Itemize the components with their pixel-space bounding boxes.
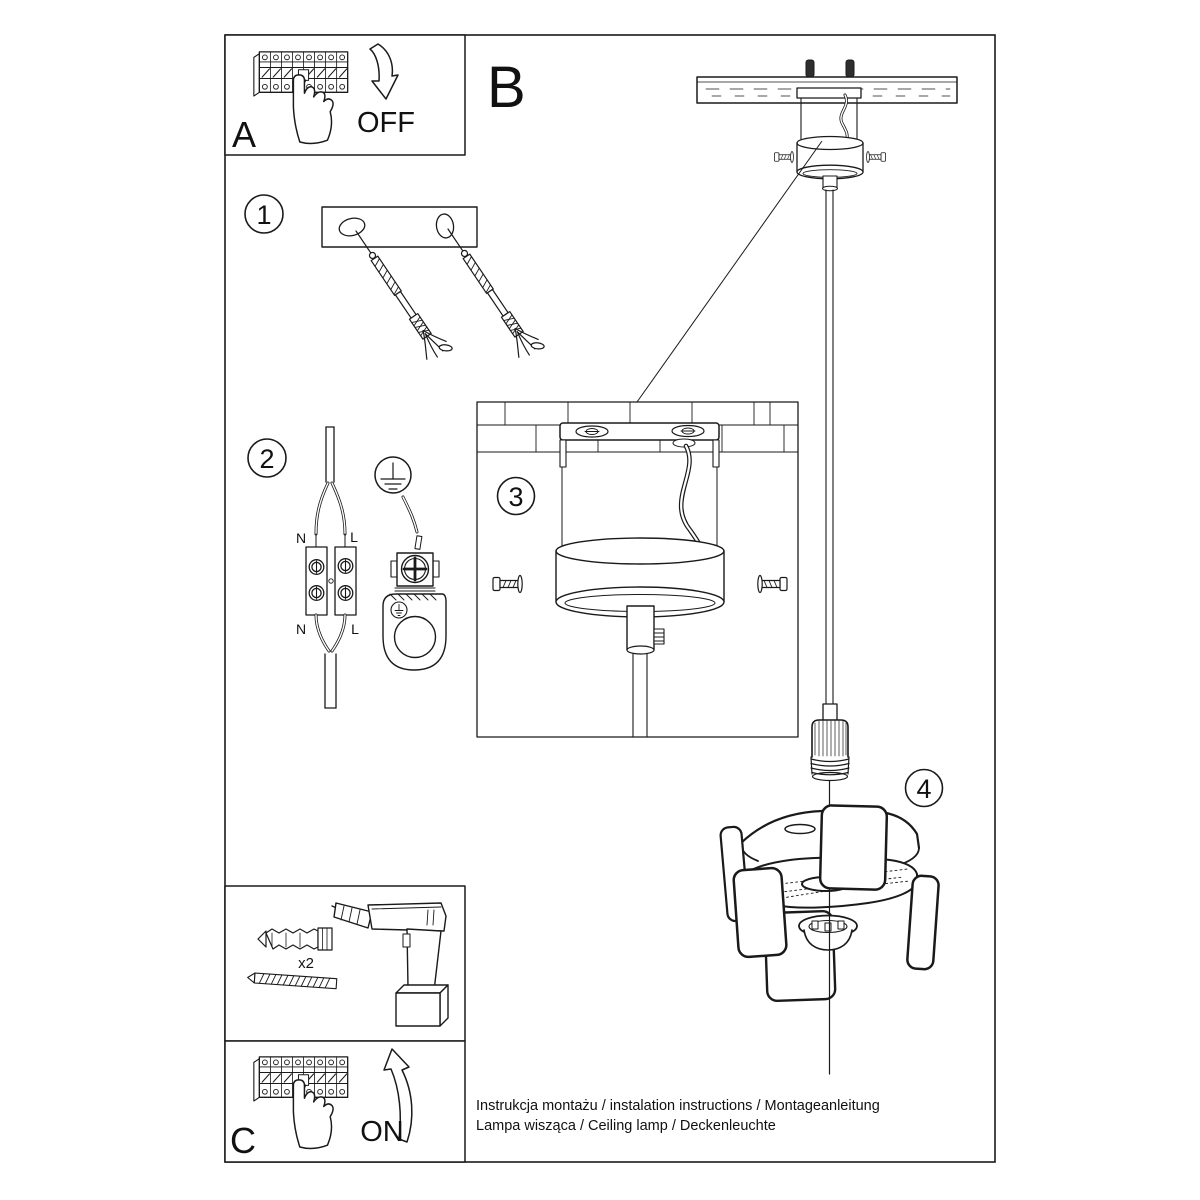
lamp-socket [810, 703, 850, 782]
sheet-border [224, 34, 996, 1163]
live-label-top: L [350, 529, 358, 545]
wall-anchor-icon [257, 927, 333, 951]
panel-c-letter: C [230, 1120, 256, 1161]
step-1-badge [244, 194, 284, 234]
drill-icon [331, 902, 449, 1027]
panel-c [224, 1040, 466, 1163]
mounting-plate [321, 206, 478, 248]
anchor-quantity-label: x2 [298, 955, 314, 972]
mounting-bolt-icon [805, 59, 815, 78]
step-4-badge [904, 768, 944, 808]
set-screw-icon [653, 628, 665, 645]
section-b-letter: B [487, 55, 526, 120]
socket-threads [810, 756, 850, 782]
magnify-leader-line [636, 140, 823, 403]
overview-ceiling-mount [696, 59, 958, 705]
tools-panel [224, 885, 466, 1042]
footer-line-2: Lampa wisząca / Ceiling lamp / Deckenleu… [476, 1118, 776, 1134]
step-3-badge [496, 476, 536, 516]
neutral-label-bottom: N [296, 621, 306, 637]
step-1-number: 1 [256, 200, 271, 230]
arrow-down-icon [369, 43, 399, 100]
plate-hole [435, 213, 455, 239]
off-label: OFF [357, 107, 415, 139]
terminal-block [305, 546, 357, 616]
wire [314, 481, 330, 536]
screw-icon [866, 151, 886, 163]
footer-line-1: Instrukcja montażu / instalation instruc… [476, 1098, 880, 1114]
ground-terminal [390, 552, 440, 592]
wire [330, 613, 347, 653]
arrow-up-icon [383, 1048, 413, 1143]
step-2-badge [247, 438, 287, 478]
live-label-bottom: L [351, 621, 359, 637]
on-label: ON [360, 1116, 404, 1148]
step-4-number: 4 [916, 774, 931, 804]
shade-fin [906, 874, 940, 971]
cord-grip-large [626, 605, 655, 651]
neutral-label-top: N [296, 530, 306, 546]
screw-icon [774, 151, 794, 163]
screw-icon [247, 972, 338, 990]
mounting-bracket [796, 87, 862, 99]
step-2-number: 2 [259, 444, 274, 474]
ring-nut [798, 914, 858, 951]
lamp-shade [719, 780, 940, 1075]
mounting-bolt-icon [845, 59, 855, 78]
wire [314, 613, 331, 653]
panel-a [224, 34, 466, 156]
step-3-number: 3 [508, 482, 523, 512]
plate-hole [338, 217, 366, 237]
step-1-group [244, 194, 548, 367]
shade-fin [732, 866, 788, 959]
shade-fin [818, 804, 889, 891]
earth-symbol-icon [374, 456, 412, 494]
ground-lug [382, 593, 447, 671]
wire [330, 481, 347, 536]
step-2-group [247, 426, 447, 709]
step-3-detail [476, 401, 799, 738]
panel-a-letter: A [232, 114, 256, 155]
